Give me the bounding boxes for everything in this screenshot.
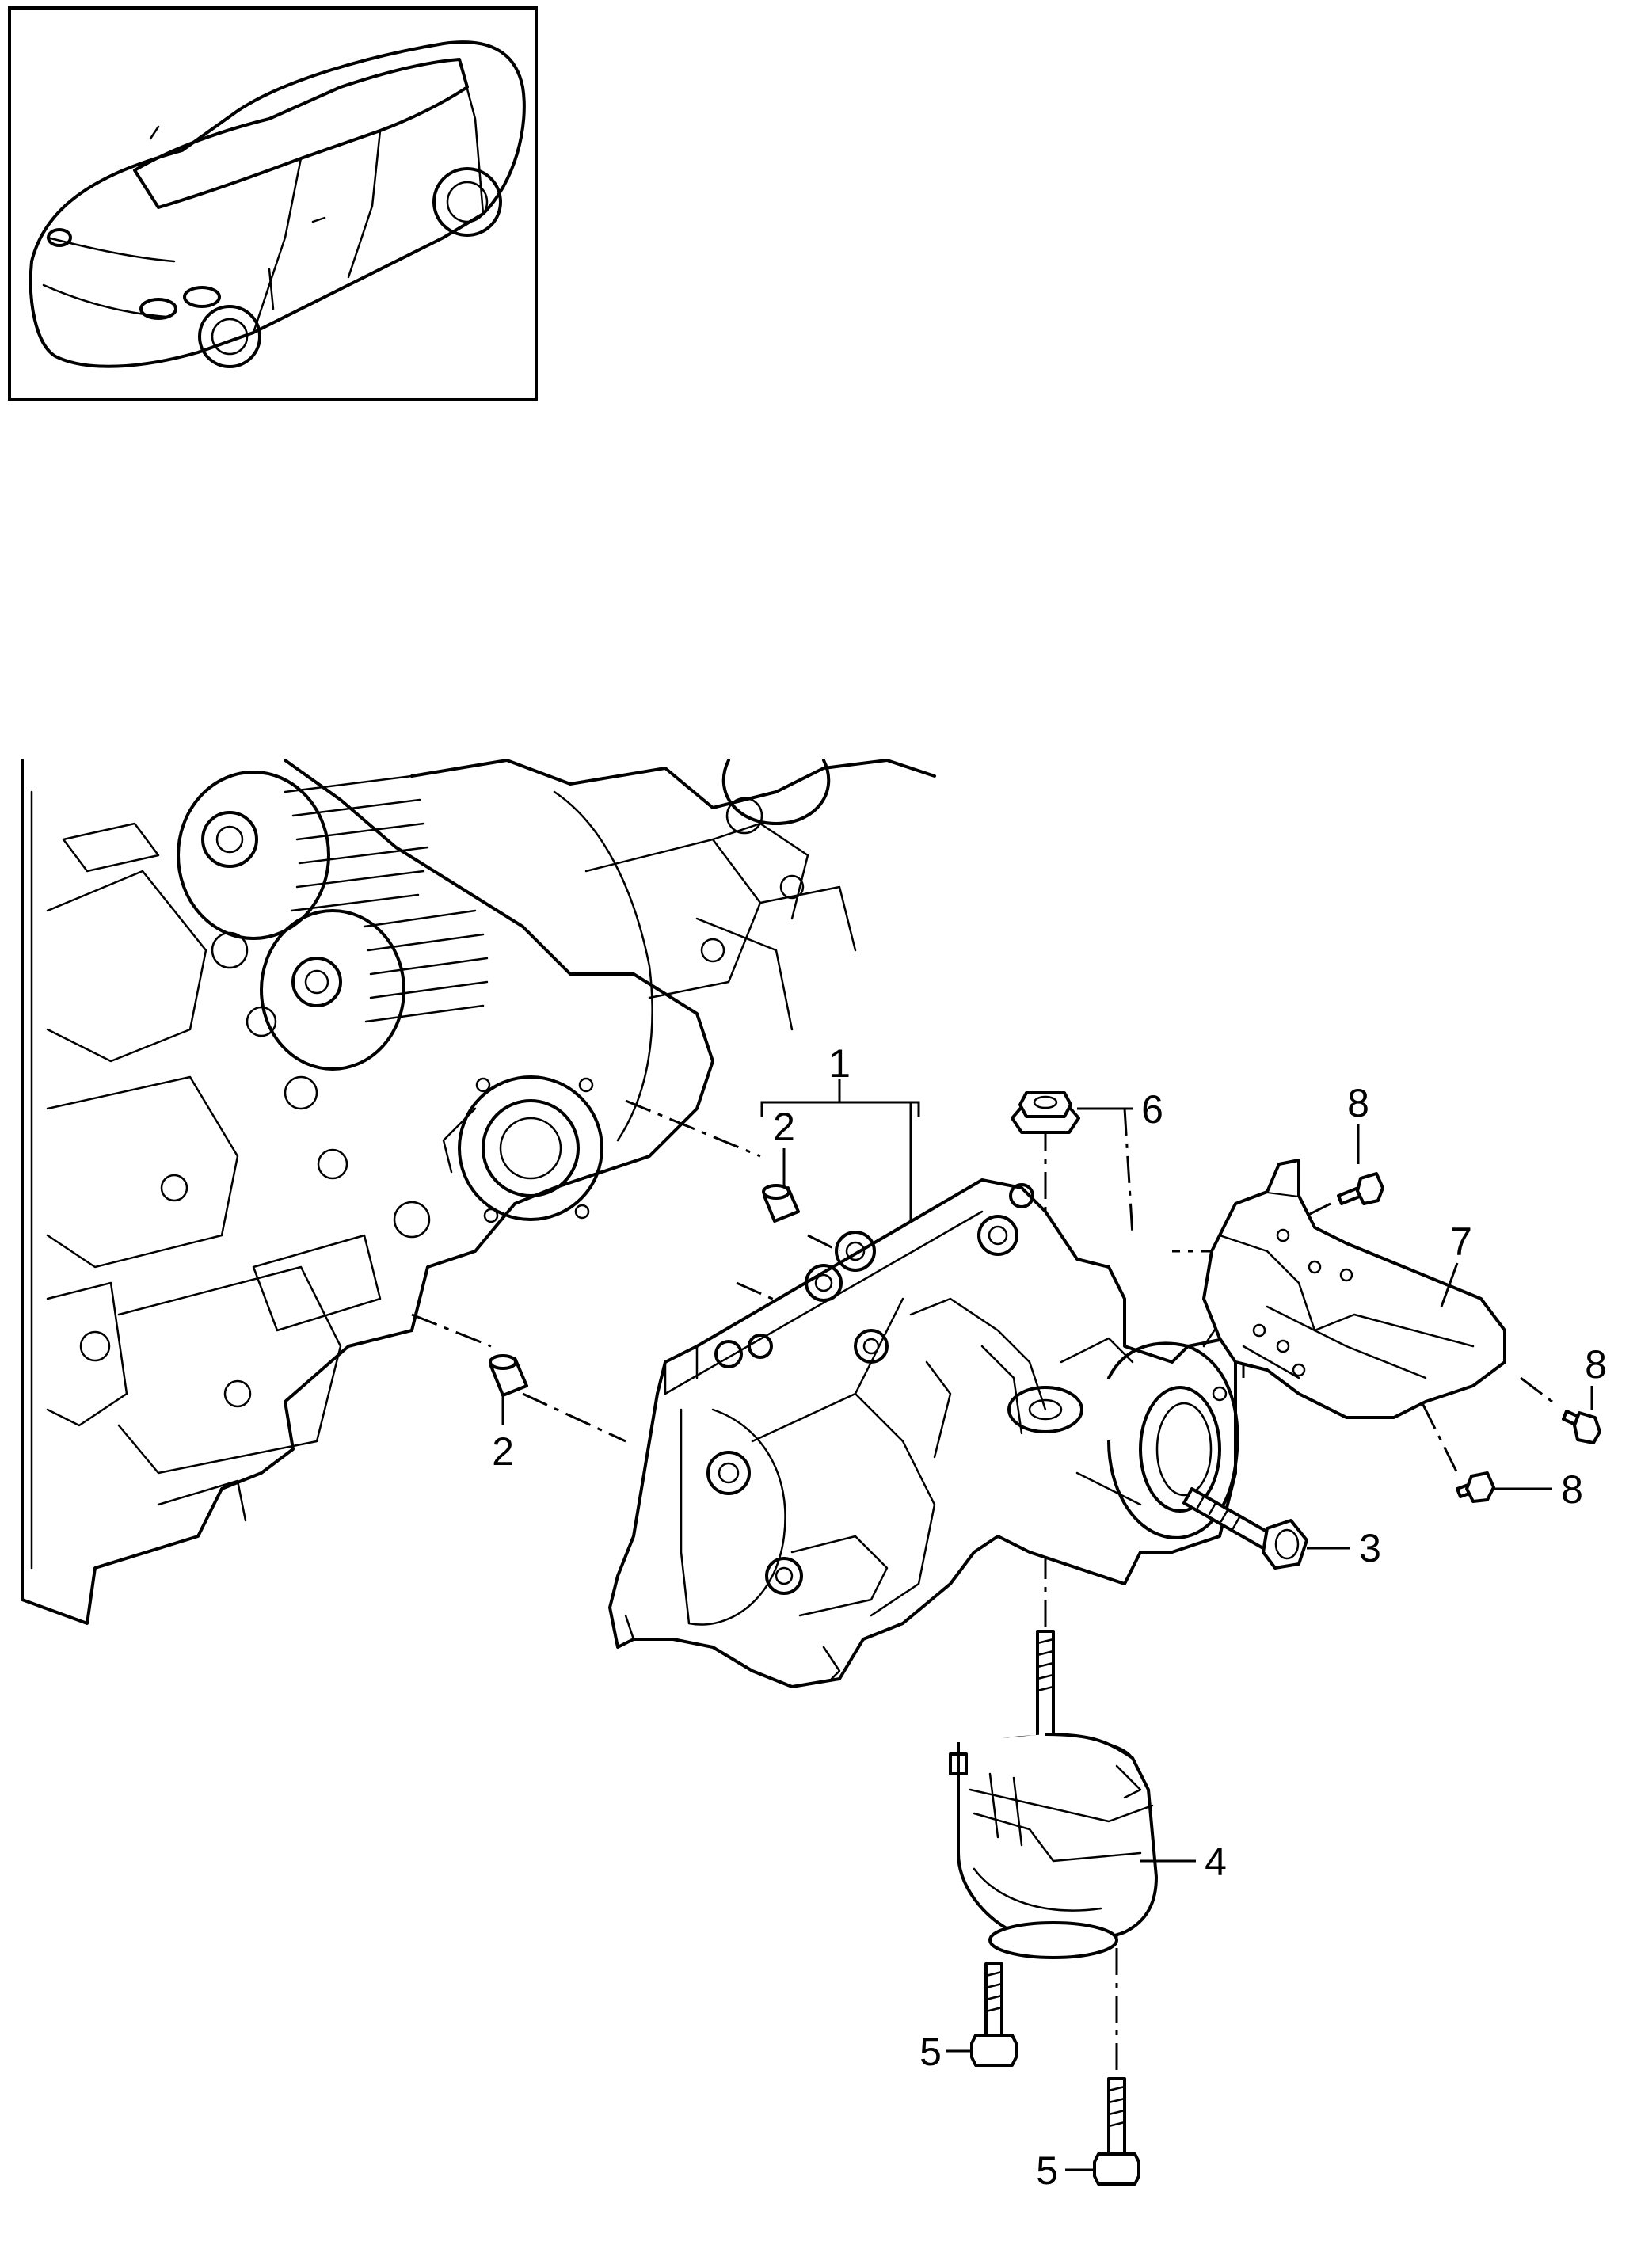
callout-6: 6 [1141,1087,1163,1132]
callout-5-right: 5 [1036,2148,1058,2193]
bolt-small-lower [1456,1471,1495,1503]
callout-1: 1 [828,1041,851,1086]
flange-nut [1011,1091,1080,1134]
bushing-lower [489,1354,528,1397]
heat-shield [1202,1159,1506,1419]
callout-2-upper: 2 [773,1105,795,1149]
bolt-small-top [1337,1172,1384,1205]
bolt-mount-right [1093,2077,1140,2186]
callout-5-left: 5 [919,2030,942,2074]
callout-8-top: 8 [1347,1081,1369,1125]
bolt-long [1182,1487,1308,1570]
callout-3: 3 [1359,1526,1381,1570]
callout-7: 7 [1450,1220,1472,1264]
callout-leaders [501,1079,1593,2171]
engine-mount-rubber [949,1630,1158,1959]
engine-transmission-assembly [21,759,936,1625]
callout-8-right: 8 [1585,1342,1607,1387]
callout-labels: 1 2 2 3 4 5 5 6 7 8 8 8 [492,1041,1607,2193]
vehicle-thumbnail [8,6,538,401]
callout-8-lower: 8 [1561,1467,1583,1512]
car-outline-icon [29,40,526,368]
bushing-upper [762,1184,800,1223]
bolt-mount-left [970,1962,1018,2067]
bolt-small-right [1562,1410,1601,1444]
callout-2-lower: 2 [492,1429,514,1474]
callout-4: 4 [1205,1840,1227,1884]
engine-mount-bracket [608,1178,1239,1688]
